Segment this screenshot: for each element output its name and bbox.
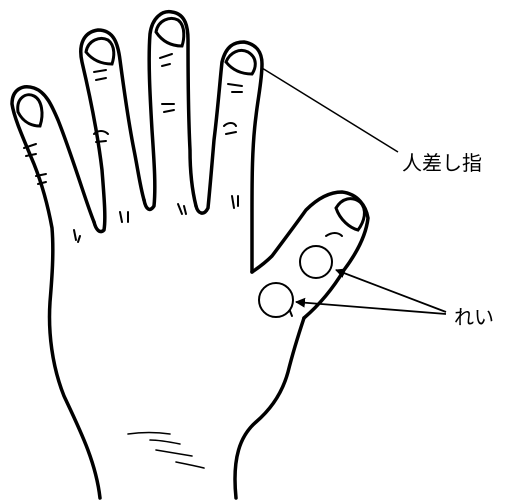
label-index-finger: 人差し指 <box>402 151 482 175</box>
point-marker-upper <box>300 246 332 278</box>
nail-middle <box>156 19 184 47</box>
nail-thumb <box>336 199 364 230</box>
joint-wrinkles <box>24 54 342 316</box>
nail-little <box>18 95 42 126</box>
fingernails <box>18 19 365 231</box>
label-points: れい <box>454 305 494 329</box>
finger-leader-line <box>262 68 398 152</box>
point-marker-lower <box>259 283 293 317</box>
nail-ring <box>86 39 114 65</box>
wrist-creases <box>128 433 204 469</box>
nail-index <box>226 50 255 74</box>
